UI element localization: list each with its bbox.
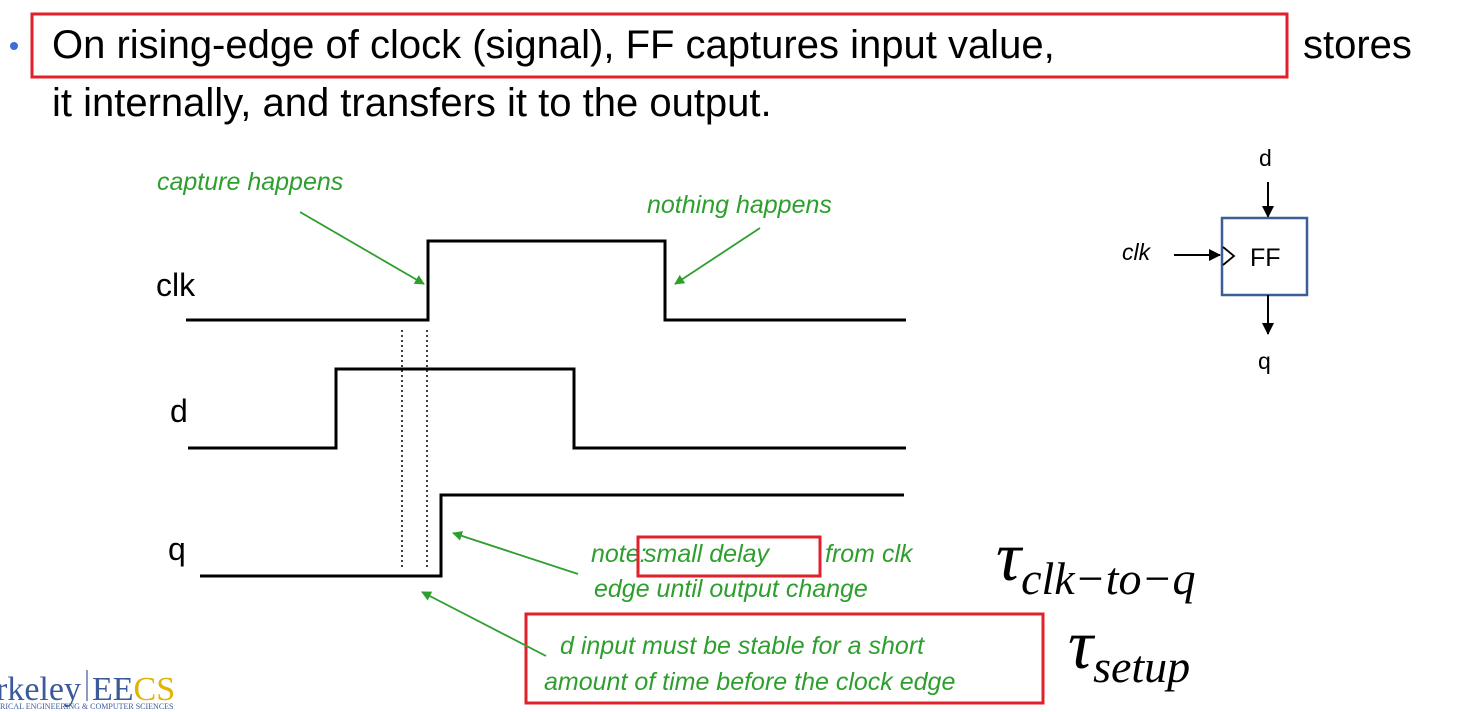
q-waveform [200,493,904,578]
logo-text-c: CS [134,671,176,708]
annotation-setup-line2: amount of time before the clock edge [544,668,955,696]
label-q: q [168,531,186,567]
ff-input-label: d [1259,145,1272,171]
d-waveform [188,367,906,450]
annotation-nothing: nothing happens [647,191,832,219]
annotation-setup-line1: d input must be stable for a short [560,632,925,660]
logo-tagline: RICAL ENGINEERING & COMPUTER SCIENCES [0,702,173,711]
highlight-box-small-delay [636,535,822,578]
tau-symbol-1: τ [996,519,1024,596]
annotation-note-post: from clk [825,540,914,568]
highlight-box-setup [524,612,1045,705]
clk-waveform [186,239,906,322]
logo-text-a: rkeley [0,671,81,708]
tau-setup: τsetup [1068,607,1190,692]
annotation-note-boxed: small delay [644,540,771,568]
ff-clock-triangle [1222,246,1236,266]
tau-sub-clk-to-q: clk−to−q [1021,553,1195,604]
arrow-setup [421,591,547,657]
tau-clk-to-q: τclk−to−q [996,519,1196,604]
bullet-dot [10,42,18,50]
ff-label: FF [1250,244,1281,272]
highlight-box-bullet [30,12,1289,79]
bullet-line1-boxed: On rising-edge of clock (signal), FF cap… [52,23,1055,67]
label-d: d [170,393,188,429]
annotation-note-line2: edge until output change [594,575,868,603]
bullet-line2: it internally, and transfers it to the o… [52,81,772,125]
svg-text:EECS: EECS [92,671,175,708]
annotation-capture: capture happens [157,168,343,196]
tau-sub-setup: setup [1093,641,1190,692]
ff-box [1220,216,1309,297]
label-clk: clk [156,267,196,303]
ff-output-label: q [1258,348,1271,374]
bullet-line1-rest: stores [1303,23,1412,67]
arrow-capture [299,211,425,285]
logo-text-b: EE [92,671,134,708]
svg-text:rkeley: rkeley [0,671,81,708]
ff-clk-label: clk [1122,239,1152,265]
arrow-note [452,531,579,575]
arrow-nothing [674,227,761,285]
tau-symbol-2: τ [1068,607,1096,684]
berkeley-eecs-logo: rkeley EECS RICAL ENGINEERING & COMPUTER… [0,670,175,711]
